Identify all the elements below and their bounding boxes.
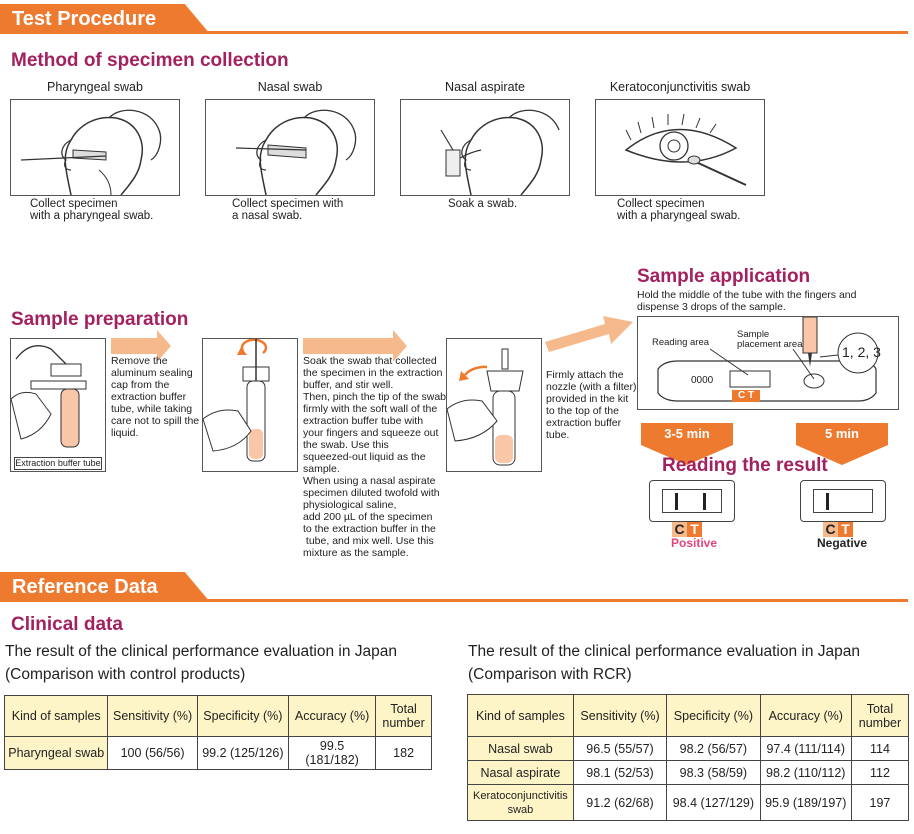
cassette-id: 0000 <box>691 375 714 386</box>
cell: Nasal swab <box>467 736 574 761</box>
arrow-2 <box>303 330 407 362</box>
time-negative: 5 min <box>796 423 888 445</box>
table-row: Nasal swab 96.5 (55/57) 98.2 (56/57) 97.… <box>467 736 910 761</box>
cell: 91.2 (62/68) <box>572 784 668 821</box>
collection-heading: Method of specimen collection <box>11 50 289 71</box>
reading-area-label: Reading area <box>652 337 710 348</box>
cell: 98.2 (56/57) <box>666 736 761 761</box>
right-results-table: Kind of samples Sensitivity (%) Specific… <box>467 694 910 821</box>
col-header: Accuracy (%) <box>759 694 852 737</box>
test-procedure-banner: Test Procedure <box>0 4 914 34</box>
col-header: Kind of samples <box>467 694 574 737</box>
col-header: Specificity (%) <box>666 694 761 737</box>
arrow-1 <box>111 330 171 362</box>
placement-area-label: Sample placement area <box>737 329 803 350</box>
col-header: Sensitivity (%) <box>107 695 198 737</box>
cell: 112 <box>850 760 910 785</box>
negative-label: Negative <box>816 536 868 550</box>
positive-c: C <box>672 522 687 537</box>
cell: Nasal aspirate <box>467 760 574 785</box>
step1-illustration <box>10 338 106 472</box>
step3-text: Firmly attach the nozzle (with a filter)… <box>546 369 637 441</box>
cell: 98.3 (58/59) <box>666 760 761 785</box>
clinical-heading: Clinical data <box>11 614 123 635</box>
pharyngeal-illustration <box>10 99 180 196</box>
nasal-aspirate-caption: Soak a swab. <box>448 198 518 210</box>
preparation-heading: Sample preparation <box>11 309 189 330</box>
kerato-title: Keratoconjunctivitis swab <box>609 80 751 94</box>
banner-rule <box>0 31 908 34</box>
time-positive: 3-5 min <box>641 423 733 445</box>
cell: 114 <box>850 736 910 761</box>
nasal-swab-illustration <box>205 99 375 196</box>
table-row: Keratoconjunctivitis swab 91.2 (62/68) 9… <box>467 784 910 821</box>
kerato-caption: Collect specimen with a pharyngeal swab. <box>617 198 741 222</box>
section-title: Test Procedure <box>0 4 210 34</box>
left-table-title: The result of the clinical performance e… <box>5 643 398 683</box>
cell: 182 <box>375 736 432 770</box>
left-results-table: Kind of samples Sensitivity (%) Specific… <box>3 695 432 770</box>
col-header: Total number <box>375 695 432 737</box>
right-table-title: The result of the clinical performance e… <box>468 643 861 683</box>
cell: Keratoconjunctivitis swab <box>467 784 574 821</box>
col-header: Specificity (%) <box>196 695 289 737</box>
reference-banner: Reference Data <box>0 572 914 602</box>
pharyngeal-caption: Collect specimen with a pharyngeal swab. <box>30 198 154 222</box>
section-title: Reference Data <box>0 572 210 602</box>
step2-text: Soak the swab that collected the specime… <box>303 355 447 559</box>
application-instruction: Hold the middle of the tube with the fin… <box>637 289 857 313</box>
drops-label: 1, 2, 3 <box>842 344 881 360</box>
nasal-aspirate-illustration <box>400 99 570 196</box>
col-header: Total number <box>850 694 910 737</box>
cassette-illustration <box>637 316 899 410</box>
col-header: Accuracy (%) <box>287 695 377 737</box>
banner-rule <box>0 599 908 602</box>
cell: 98.4 (127/129) <box>666 784 761 821</box>
arrow-5-min: 5 min <box>796 423 888 465</box>
step2-illustration <box>202 338 298 472</box>
nasal-aspirate-title: Nasal aspirate <box>445 80 525 94</box>
cell: 100 (56/56) <box>107 736 198 770</box>
negative-cassette <box>800 480 886 522</box>
positive-label: Positive <box>670 536 718 550</box>
positive-cassette <box>649 480 735 522</box>
kerato-illustration <box>595 99 765 196</box>
application-heading: Sample application <box>637 266 811 287</box>
col-header: Kind of samples <box>3 695 109 737</box>
table-row: Pharyngeal swab 100 (56/56) 99.2 (125/12… <box>3 736 432 770</box>
cell: 96.5 (55/57) <box>572 736 668 761</box>
reading-heading: Reading the result <box>662 455 828 476</box>
arrow-3-5-min: 3-5 min <box>641 423 733 465</box>
cell: 98.1 (52/53) <box>572 760 668 785</box>
tube-label: Extraction buffer tube <box>14 457 102 470</box>
cell: 99.5 (181/182) <box>287 736 377 770</box>
col-header: Sensitivity (%) <box>572 694 668 737</box>
negative-t: T <box>838 522 853 537</box>
nasal-swab-caption: Collect specimen with a nasal swab. <box>232 198 344 222</box>
pharyngeal-title: Pharyngeal swab <box>47 80 143 94</box>
cell: 97.4 (111/114) <box>759 736 852 761</box>
cassette-ct: C T <box>732 390 760 402</box>
arrow-to-application <box>545 316 633 352</box>
cell: 99.2 (125/126) <box>196 736 289 770</box>
step3-illustration <box>446 338 542 472</box>
table-row: Nasal aspirate 98.1 (52/53) 98.3 (58/59)… <box>467 760 910 785</box>
step1-text: Remove the aluminum sealing cap from the… <box>111 355 200 439</box>
cell: 95.9 (189/197) <box>759 784 852 821</box>
nasal-swab-title: Nasal swab <box>257 80 323 94</box>
positive-t: T <box>687 522 702 537</box>
cell: Pharyngeal swab <box>3 736 109 770</box>
cell: 98.2 (110/112) <box>759 760 852 785</box>
negative-c: C <box>823 522 838 537</box>
cell: 197 <box>850 784 910 821</box>
